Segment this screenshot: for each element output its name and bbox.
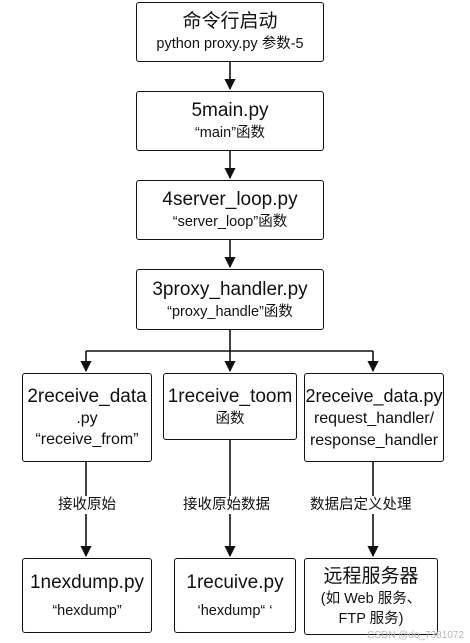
node-server-loop-py: 4server_loop.py “server_loop”函数 [136,180,324,240]
node-title: 命令行启动 [182,11,278,32]
node-title: 4server_loop.py [162,189,298,210]
node-line-2: .py [76,409,98,427]
node-line-1: 2receive_data.py [305,385,443,406]
node-subtitle: “main”函数 [194,125,266,141]
node-line-1: 远程服务器 [323,565,419,587]
edge-label-right: 数据启定义处理 [308,496,414,514]
node-hexdump-left: 1nexdump.py “hexdump” [22,558,152,633]
node-title: 1nexdump.py [29,571,145,593]
node-line-3: “receive_from” [35,430,139,448]
node-line-1: 1receive_toom [167,385,293,407]
node-line-3: response_handler [309,431,439,449]
node-line-2: request_handler/ [313,409,435,427]
node-remote-server: 远程服务器 (如 Web 服务、 FTP 服务) [304,558,438,635]
node-line-2: (如 Web 服务、 [320,590,422,607]
edge-label-mid: 接收原始数据 [181,496,272,514]
node-receive-data-right: 2receive_data.py request_handler/ respon… [304,373,444,462]
node-recuive-mid: 1recuive.py ‘hexdump“ ‘ [174,558,296,633]
node-command-line-start: 命令行启动 python proxy.py 参数-5 [136,2,324,62]
watermark: CSDN @do_7381072 [367,630,464,641]
node-subtitle: “proxy_handle”函数 [167,303,293,320]
node-subtitle: ‘hexdump“ ‘ [197,602,273,619]
edge-label-left: 接收原始 [56,496,118,514]
node-title: 1recuive.py [186,571,284,593]
node-subtitle: python proxy.py 参数-5 [156,36,304,52]
node-line-3: FTP 服务) [338,610,404,627]
node-subtitle: “server_loop”函数 [172,214,288,230]
node-receive-data-left: 2receive_data .py “receive_from” [22,373,152,462]
node-receive-toom-mid: 1receive_toom 函数 [163,373,297,440]
node-title: 5main.py [191,100,269,121]
node-title: 3proxy_handler.py [152,278,308,300]
node-line-1: 2receive_data [27,385,147,407]
node-main-py: 5main.py “main”函数 [136,91,324,151]
node-proxy-handler-py: 3proxy_handler.py “proxy_handle”函数 [136,269,324,330]
node-line-2: 函数 [215,410,245,427]
node-subtitle: “hexdump” [52,602,122,619]
